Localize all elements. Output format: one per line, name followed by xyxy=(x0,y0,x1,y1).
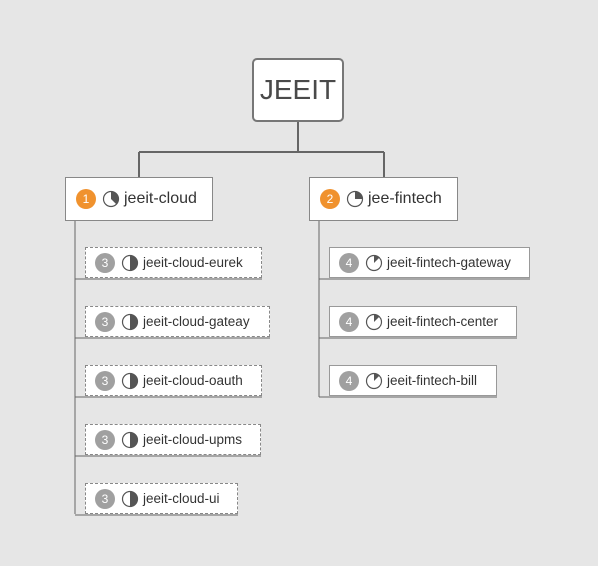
leaf-label: jeeit-cloud-oauth xyxy=(143,373,243,388)
task-badge: 3 xyxy=(95,370,115,391)
leaf-node-jeeit-fintech-bill[interactable]: 4 jeeit-fintech-bill xyxy=(329,365,497,396)
branch-node-jee-fintech[interactable]: 2 jee-fintech xyxy=(309,177,458,221)
progress-pie-icon xyxy=(365,254,383,271)
task-badge: 3 xyxy=(95,252,115,273)
leaf-label: jeeit-cloud-eurek xyxy=(143,255,243,270)
task-badge: 4 xyxy=(339,370,359,391)
progress-pie-icon xyxy=(102,190,120,208)
root-label: JEEIT xyxy=(259,74,337,105)
leaf-node-jeeit-fintech-gateway[interactable]: 4 jeeit-fintech-gateway xyxy=(329,247,530,278)
root-node[interactable]: JEEIT xyxy=(252,58,344,122)
progress-pie-icon xyxy=(365,313,383,330)
priority-badge: 2 xyxy=(320,189,340,209)
task-badge: 4 xyxy=(339,252,359,273)
leaf-label: jeeit-fintech-gateway xyxy=(387,255,511,270)
leaf-node-jeeit-cloud-upms[interactable]: 3 jeeit-cloud-upms xyxy=(85,424,261,455)
leaf-node-jeeit-fintech-center[interactable]: 4 jeeit-fintech-center xyxy=(329,306,517,337)
leaf-label: jeeit-cloud-ui xyxy=(143,491,220,506)
leaf-node-jeeit-cloud-ui[interactable]: 3 jeeit-cloud-ui xyxy=(85,483,238,514)
progress-pie-icon xyxy=(346,190,364,208)
progress-pie-icon xyxy=(121,490,139,507)
task-badge: 3 xyxy=(95,311,115,332)
priority-badge: 1 xyxy=(76,189,96,209)
branch-node-jeeit-cloud[interactable]: 1 jeeit-cloud xyxy=(65,177,213,221)
leaf-node-jeeit-cloud-eurek[interactable]: 3 jeeit-cloud-eurek xyxy=(85,247,262,278)
progress-pie-icon xyxy=(365,372,383,389)
progress-pie-icon xyxy=(121,254,139,271)
progress-pie-icon xyxy=(121,372,139,389)
task-badge: 3 xyxy=(95,429,115,450)
task-badge: 3 xyxy=(95,488,115,509)
branch-label: jee-fintech xyxy=(368,190,442,207)
task-badge: 4 xyxy=(339,311,359,332)
leaf-label: jeeit-fintech-bill xyxy=(387,373,478,388)
leaf-node-jeeit-cloud-gateay[interactable]: 3 jeeit-cloud-gateay xyxy=(85,306,270,337)
leaf-label: jeeit-fintech-center xyxy=(387,314,499,329)
progress-pie-icon xyxy=(121,431,139,448)
leaf-node-jeeit-cloud-oauth[interactable]: 3 jeeit-cloud-oauth xyxy=(85,365,262,396)
leaf-label: jeeit-cloud-gateay xyxy=(143,314,250,329)
leaf-label: jeeit-cloud-upms xyxy=(143,432,243,447)
progress-pie-icon xyxy=(121,313,139,330)
branch-label: jeeit-cloud xyxy=(124,190,197,207)
